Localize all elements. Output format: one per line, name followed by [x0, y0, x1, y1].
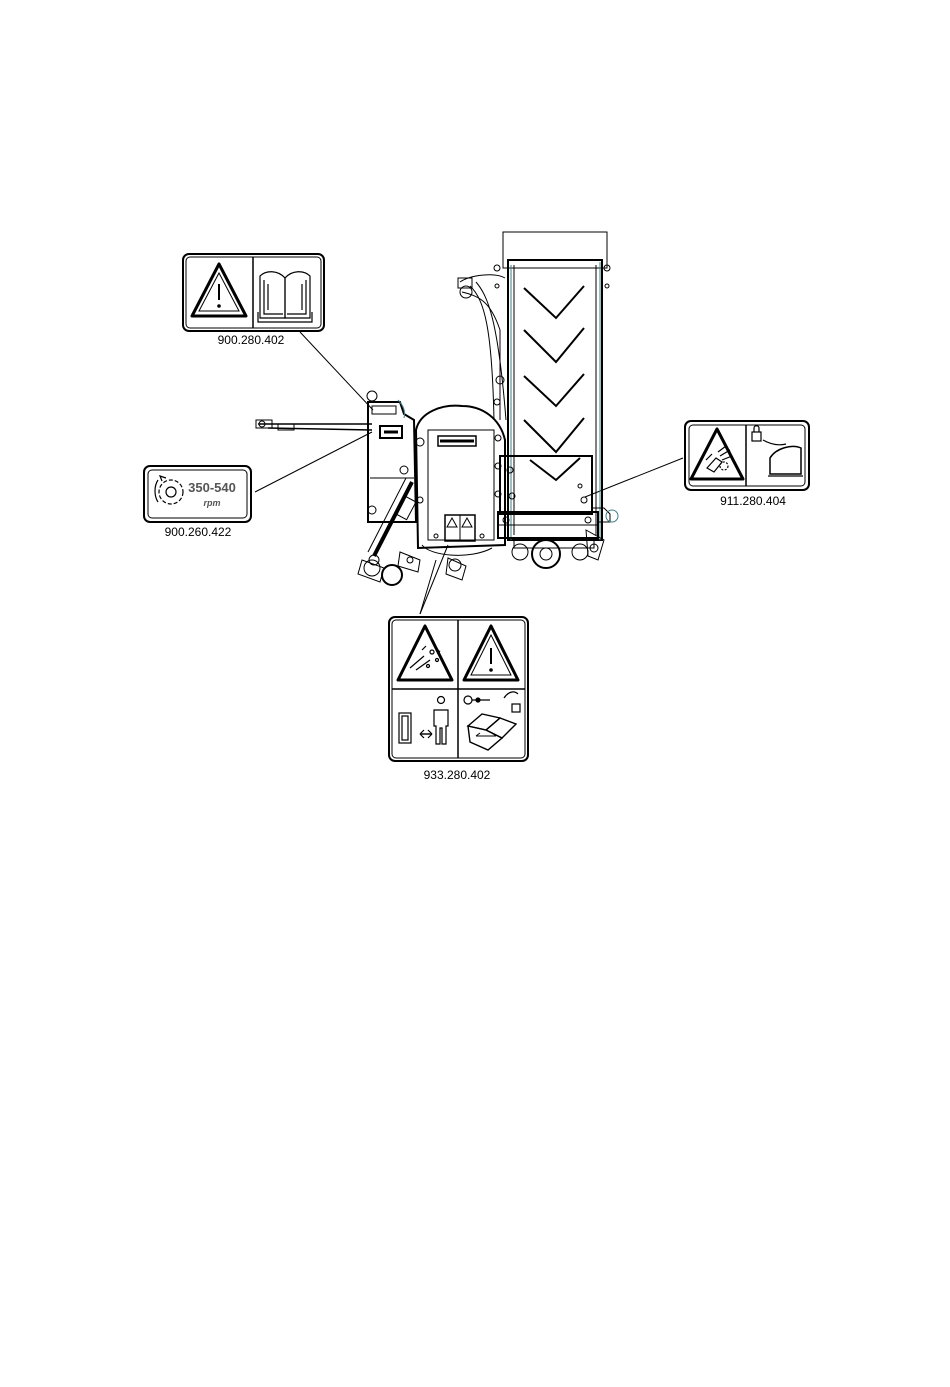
leader-safety-decal-b [420, 545, 448, 614]
manual-decal-part-number: 900.280.402 [218, 333, 285, 347]
pto-unit-text: rpm [203, 498, 220, 508]
hand-entanglement-decal: 911.280.404 [685, 421, 809, 508]
manual-decal: 900.280.402 [183, 254, 324, 347]
pto-speed-decal: 350-540 rpm 900.260.422 [144, 466, 251, 539]
pto-speed-text: 350-540 [188, 480, 236, 495]
leader-manual-decal [300, 332, 373, 410]
central-housing [416, 406, 505, 556]
leader-lines [255, 332, 683, 614]
pto-frame [256, 391, 416, 522]
safety-decal-part-number: 933.280.402 [424, 768, 491, 782]
leader-pto-decal [255, 432, 372, 492]
conveyor-chevrons [524, 286, 584, 480]
safety-decal: 933.280.402 [389, 617, 528, 782]
hydraulic-hoses [458, 275, 506, 420]
leader-safety-decal-a [420, 560, 436, 614]
pto-decal-part-number: 900.260.422 [165, 525, 232, 539]
hand-decal-part-number: 911.280.404 [720, 494, 786, 508]
hydraulic-ram [358, 478, 466, 582]
